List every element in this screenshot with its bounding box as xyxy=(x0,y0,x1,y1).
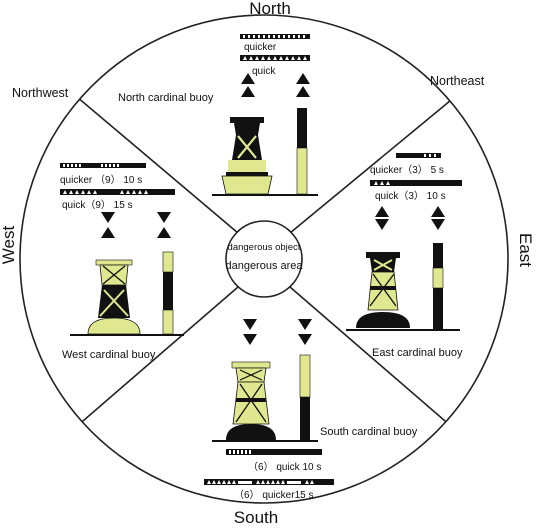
west-light-quicker-bar xyxy=(60,163,146,168)
danger-center-circle xyxy=(225,220,303,298)
east-light-quicker-label: quicker（3） 5 s xyxy=(370,164,444,176)
south-spar-buoy-icon xyxy=(299,354,311,440)
east-buoy-group: quicker（3） 5 s quick（3） 10 s East cardin… xyxy=(346,153,463,359)
north-buoy-label: North cardinal buoy xyxy=(118,92,214,104)
east-light-quick-bar xyxy=(370,180,462,186)
west-buoy-group: quicker （9） 10 s quick（9） 15 s West card… xyxy=(60,163,184,361)
north-buoy-group: quicker quick North cardinal buoy xyxy=(118,34,318,196)
south-buoy-label: South cardinal buoy xyxy=(320,426,418,438)
west-light-quick-label: quick（9） 15 s xyxy=(62,199,133,211)
west-light-quick-bar xyxy=(60,189,175,195)
north-topmark-icon xyxy=(241,73,310,97)
south-light-quick-label: （6） quick 10 s xyxy=(248,461,321,473)
north-light-quicker-bar xyxy=(240,34,310,39)
center-label-area: dangerous area xyxy=(225,260,303,272)
direction-west: West xyxy=(0,226,18,265)
east-light-quicker-bar xyxy=(396,153,441,158)
south-light-quicker-label: （6） quicker15 s xyxy=(234,489,313,501)
east-buoy-label: East cardinal buoy xyxy=(372,347,463,359)
east-topmark-icon xyxy=(375,206,445,230)
direction-south: South xyxy=(234,508,278,527)
north-spar-buoy-icon xyxy=(296,108,308,195)
south-buoy-group: South cardinal buoy （6） quick 10 s （6） q… xyxy=(204,319,418,501)
direction-north: North xyxy=(249,0,291,18)
west-light-quicker-label: quicker （9） 10 s xyxy=(60,174,142,186)
north-light-quick-bar xyxy=(240,55,310,61)
west-topmark-icon xyxy=(101,212,171,238)
east-light-quick-label: quick（3） 10 s xyxy=(375,190,446,202)
direction-northwest: Northwest xyxy=(12,86,69,100)
compass-circle xyxy=(19,14,509,504)
south-light-quicker-bar xyxy=(204,479,334,485)
west-buoy-label: West cardinal buoy xyxy=(62,349,156,361)
center-label-object: dangerous object xyxy=(228,242,301,253)
east-spar-buoy-icon xyxy=(432,243,444,330)
south-light-quick-bar xyxy=(226,449,322,455)
direction-northeast: Northeast xyxy=(430,74,485,88)
north-buoy-body-icon xyxy=(212,117,318,196)
north-light-quick-label: quick xyxy=(252,66,276,77)
direction-east: East xyxy=(516,233,535,267)
north-light-quicker-label: quicker xyxy=(244,42,277,53)
south-buoy-body-icon xyxy=(212,361,318,442)
west-spar-buoy-icon xyxy=(162,251,174,335)
east-buoy-body-icon xyxy=(346,252,460,331)
west-buoy-body-icon xyxy=(70,259,184,336)
south-topmark-icon xyxy=(243,319,312,345)
